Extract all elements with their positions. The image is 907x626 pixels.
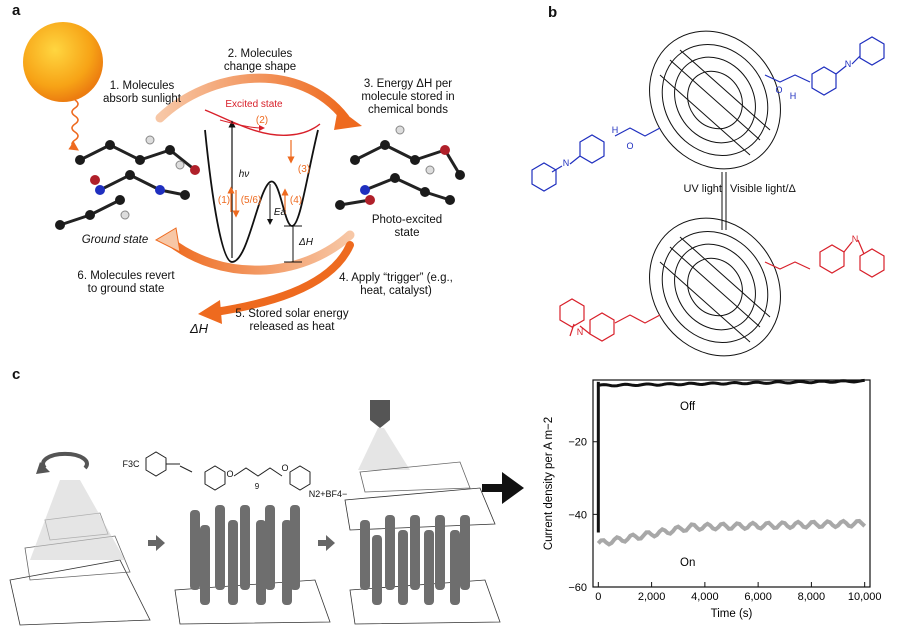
series-on [596,518,867,547]
label-ea: Ea [273,207,287,218]
label-o1: O [226,469,234,479]
rotate-icon [41,451,89,470]
mark-1: (1) [217,195,231,206]
atom-h1: H [789,91,797,101]
fullerene-bottom [649,217,781,357]
label-excited-state: Excited state [225,99,283,110]
step-arrow-1 [148,535,165,551]
x-tick-label: 4,000 [691,591,719,603]
fullerene-top [649,30,781,170]
sun-icon [23,22,103,102]
mark-56: (5/6) [240,195,262,206]
molecule-photo-excited [335,125,465,210]
azobenzene-bottom-left [559,298,661,342]
azobenzene-top-left [531,127,661,192]
x-tick-label: 10,000 [848,591,882,603]
label-dh-out: ΔH [189,321,209,336]
arc-release [211,241,354,316]
label-chain-n: 9 [254,482,260,491]
molecule-pillars [190,505,300,605]
mark-3: (3) [297,164,311,175]
light-cone-left [30,480,125,560]
atom-o1: O [775,85,783,95]
atom-n4: N [576,327,584,337]
light-source-icon [370,400,390,428]
molecule-ground-state [55,135,200,230]
x-axis-label: Time (s) [711,608,753,620]
label-cf3: F3C [122,459,140,469]
series-off [596,378,865,533]
atom-h2: H [611,125,619,135]
label-dh-diagram: ΔH [299,237,313,248]
label-visible-light: Visible light/Δ [730,183,796,195]
mark-4: (4) [289,195,303,206]
atom-n2: N [562,158,570,168]
energy-curve-excited [204,109,321,136]
step-arrow-2 [318,535,335,551]
light-wave-icon [68,99,79,151]
arc-top [155,73,350,123]
y-axis-label: Current density per A m−2 [543,417,555,550]
diazonium-molecule [145,451,311,491]
azobenzene-bottom-right [764,239,885,278]
mark-2: (2) [255,115,269,126]
series-label-on: On [680,557,695,569]
panel-letter-c: c [12,366,21,383]
y-tick-label: −60 [568,582,587,594]
label-step4: 4. Apply “trigger” (e.g.,heat, catalyst) [339,272,453,297]
big-arrow [482,472,524,504]
y-tick-label: −40 [568,509,587,521]
y-tick-label: −20 [568,437,587,449]
label-o2: O [281,463,289,473]
azobenzene-top-right [764,36,885,96]
atom-o2: O [626,141,634,151]
energy-curve-ground [204,129,319,263]
label-hv: hν [238,169,250,180]
series-label-off: Off [680,401,696,413]
x-tick-label: 0 [595,591,601,603]
label-uv-light: UV light [683,183,722,195]
arc-bottom [163,230,355,275]
x-tick-label: 2,000 [638,591,666,603]
panel-letter-a: a [12,2,21,19]
atom-n1: N [844,59,852,69]
label-ground-state: Ground state [81,234,149,246]
x-tick-label: 8,000 [798,591,826,603]
panel-letter-b: b [548,4,558,21]
x-tick-label: 6,000 [744,591,772,603]
atom-n3: N [851,234,859,244]
label-n2bf4: N2+BF4− [308,489,348,499]
chart-frame [592,379,871,588]
